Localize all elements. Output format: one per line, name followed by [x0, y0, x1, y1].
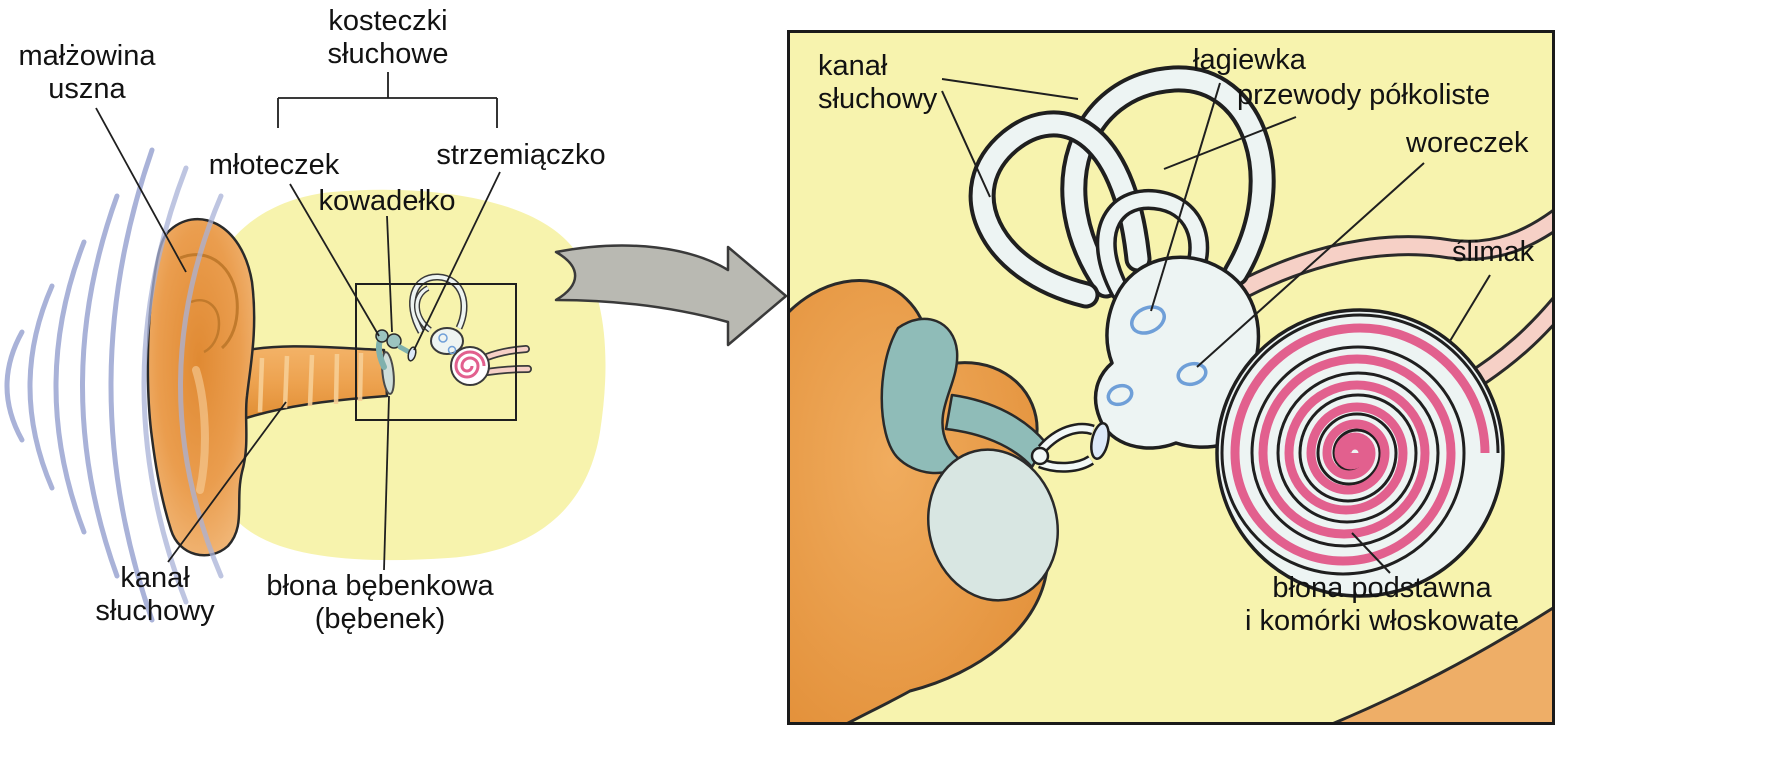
panel-leader-lines [941, 78, 1491, 574]
label-ear-canal-line1: kanał [120, 562, 190, 594]
label-ossicles-line1: kosteczki [328, 5, 448, 37]
label-basilar-line1: błona podstawna [1272, 572, 1492, 604]
cochlea [1215, 308, 1505, 598]
label-eardrum-line2: (bębenek) [314, 603, 446, 636]
inner-ear-panel [787, 30, 1555, 725]
cochlea-small-spiral [454, 350, 486, 379]
label-panel-ear-canal: kanał słuchowy [818, 50, 937, 116]
label-auricle: małżowina uszna [8, 40, 166, 106]
stapes-head [1030, 446, 1050, 466]
label-ossicles-group: kosteczki słuchowe [300, 5, 476, 71]
head-backdrop [204, 189, 606, 561]
saccule-marker [1176, 361, 1208, 387]
label-saccule: woreczek [1406, 127, 1529, 159]
canal-line [167, 401, 287, 563]
saccule-line [1196, 162, 1425, 368]
auricle-line [95, 107, 187, 273]
label-incus: kowadełko [318, 185, 456, 217]
whole-ear-illustration [4, 72, 787, 623]
eardrum-line [383, 395, 390, 571]
oval-window [1090, 422, 1110, 460]
incus-line [386, 215, 393, 333]
ossicles-small [375, 329, 417, 370]
label-malleus: młoteczek [208, 149, 340, 181]
middle-ear [880, 317, 1110, 602]
label-panel-ear-canal-line2: słuchowy [818, 83, 938, 116]
malleus-shape [880, 317, 967, 475]
inner-ear-small [409, 273, 532, 386]
label-utricle: łagiewka [1193, 44, 1306, 76]
ear-fold-inner [190, 299, 221, 354]
leader-lines-left [95, 72, 501, 571]
label-panel-ear-canal-line1: kanał [818, 50, 888, 82]
semicircular-canals [968, 65, 1276, 309]
semicircular-line [1163, 116, 1297, 170]
basilar-line [1351, 532, 1391, 574]
label-semicircular-ducts: przewody półkoliste [1237, 79, 1491, 111]
label-eardrum-line1: błona bębenkowa [266, 570, 494, 602]
label-stapes: strzemiączko [436, 139, 606, 171]
ear-fold [179, 253, 239, 350]
canal-line-b [941, 90, 991, 198]
canal-line-a [941, 78, 1079, 100]
zoom-box [355, 283, 517, 421]
label-cochlea: ślimak [1452, 236, 1535, 268]
ear-canal-ridges [257, 352, 364, 413]
label-basilar-line2: i komórki włoskowate [1245, 605, 1519, 638]
eardrum-disc [926, 448, 1060, 602]
malleus-line [289, 183, 380, 337]
label-ear-canal: kanał słuchowy [75, 562, 235, 628]
basilar-membrane-band [1230, 323, 1490, 566]
sound-waves-over-ear [141, 165, 224, 605]
label-basilar-membrane: błona podstawna i komórki włoskowate [1224, 572, 1540, 638]
vestibule-dots-small [438, 333, 457, 355]
label-auricle-line2: uszna [48, 73, 126, 106]
label-auricle-line1: małżowina [18, 40, 156, 72]
label-ear-canal-line2: słuchowy [95, 595, 215, 628]
zoom-arrow [554, 244, 787, 347]
label-ossicles-line2: słuchowe [327, 38, 449, 71]
sound-waves [4, 147, 155, 623]
ossicles-bracket [277, 72, 498, 128]
utricle-line [1150, 82, 1221, 312]
bone-wedge [1332, 606, 1552, 722]
stapes-shape [1037, 422, 1095, 473]
inner-ear-illustration [790, 65, 1552, 722]
stapes-line [413, 171, 501, 351]
utricle-marker [1130, 305, 1166, 335]
cochlea-line [1449, 274, 1491, 342]
cochlea-spiral [1220, 313, 1500, 576]
vestibule-markers [1106, 305, 1208, 407]
ear-highlight [192, 366, 209, 494]
label-eardrum: błona bębenkowa (bębenek) [248, 570, 512, 636]
window-marker [1106, 383, 1134, 407]
